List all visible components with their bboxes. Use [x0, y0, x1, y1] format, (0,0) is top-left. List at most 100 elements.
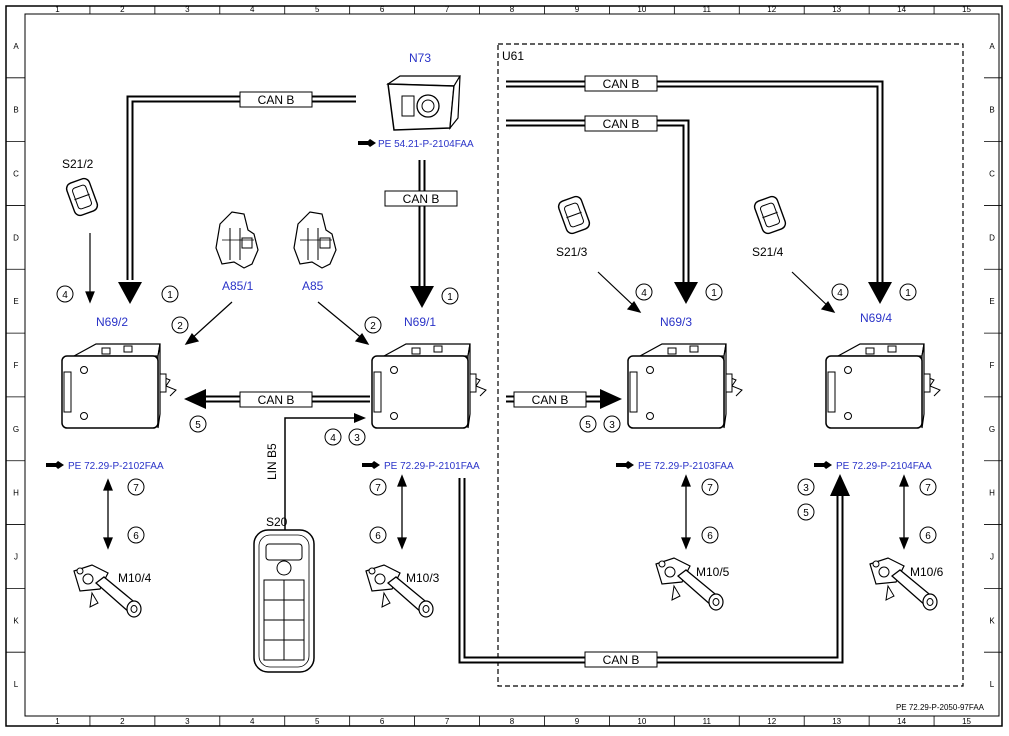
- s21-3-switch: [556, 194, 592, 236]
- n69-2-control-unit: [61, 343, 177, 429]
- signal-arrows: [85, 233, 836, 345]
- grid-column-label: 6: [380, 5, 385, 14]
- n73-reference-text: PE 54.21-P-2104FAA: [378, 139, 474, 150]
- svg-text:3: 3: [354, 433, 360, 444]
- s21-2-label: S21/2: [62, 157, 94, 171]
- svg-text:4: 4: [837, 288, 843, 299]
- n69-3-label: N69/3: [660, 315, 692, 329]
- svg-text:3: 3: [609, 420, 615, 431]
- svg-text:1: 1: [167, 290, 173, 301]
- svg-text:1: 1: [905, 288, 911, 299]
- svg-text:1: 1: [447, 292, 453, 303]
- svg-text:7: 7: [925, 483, 931, 494]
- can-b-label-3: CAN B: [603, 77, 640, 91]
- s21-4-label: S21/4: [752, 245, 784, 259]
- arrow-to-n69-4: [868, 282, 892, 304]
- grid-row-label: C: [13, 170, 19, 179]
- n69-2-reference-text: PE 72.29-P-2102FAA: [68, 461, 164, 472]
- grid-row-label: B: [989, 106, 994, 115]
- m10-5-label: M10/5: [696, 565, 730, 579]
- s21-4-switch: [752, 194, 788, 236]
- svg-text:6: 6: [925, 531, 931, 542]
- svg-text:4: 4: [641, 288, 647, 299]
- grid-row-label: E: [989, 297, 994, 306]
- a85-1-connector: [215, 211, 259, 269]
- grid-column-label: 3: [185, 717, 190, 726]
- can-b-labels: CAN B CAN B CAN B CAN B CAN B CAN B CAN …: [239, 75, 658, 668]
- grid-row-label: H: [13, 489, 19, 498]
- grid-column-label: 8: [510, 717, 515, 726]
- grid-row-label: L: [14, 680, 19, 689]
- grid-column-label: 15: [962, 5, 971, 14]
- arrow-up-to-n69-4: [830, 474, 850, 496]
- svg-text:7: 7: [375, 483, 381, 494]
- grid-row-label: A: [989, 42, 995, 51]
- grid-column-label: 9: [575, 5, 580, 14]
- can-b-label-4: CAN B: [603, 117, 640, 131]
- grid-column-label: 2: [120, 5, 125, 14]
- grid-column-label: 12: [767, 717, 776, 726]
- svg-text:4: 4: [330, 433, 336, 444]
- grid-column-label: 2: [120, 717, 125, 726]
- arrow-lin-b5: [354, 413, 366, 423]
- u61-label: U61: [502, 49, 524, 63]
- svg-text:7: 7: [707, 483, 713, 494]
- svg-text:3: 3: [803, 483, 809, 494]
- grid-row-label: D: [989, 233, 995, 242]
- u61-region: [497, 43, 964, 687]
- m10-4-label: M10/4: [118, 571, 152, 585]
- arrow-to-n69-1: [410, 286, 434, 308]
- n69-1-reference-text: PE 72.29-P-2101FAA: [384, 461, 480, 472]
- grid-column-label: 4: [250, 717, 255, 726]
- frame: [5, 5, 1003, 727]
- svg-text:2: 2: [370, 321, 376, 332]
- grid-column-label: 8: [510, 5, 515, 14]
- can-bus-lines: [126, 80, 884, 664]
- svg-text:5: 5: [803, 508, 809, 519]
- grid-column-label: 6: [380, 717, 385, 726]
- n69-1-label: N69/1: [404, 315, 436, 329]
- s20-switch-panel: [253, 529, 315, 673]
- grid-column-label: 4: [250, 5, 255, 14]
- grid-column-label: 12: [767, 5, 776, 14]
- n69-4-reference-text: PE 72.29-P-2104FAA: [836, 461, 932, 472]
- n69-4-label: N69/4: [860, 311, 892, 325]
- n69-2-label: N69/2: [96, 315, 128, 329]
- n69-1-control-unit: [371, 343, 487, 429]
- svg-text:2: 2: [177, 321, 183, 332]
- n69-3-reference-text: PE 72.29-P-2103FAA: [638, 461, 734, 472]
- svg-text:4: 4: [62, 290, 68, 301]
- grid-column-label: 13: [832, 717, 841, 726]
- grid-row-label: G: [989, 425, 995, 434]
- grid-row-label: H: [989, 489, 995, 498]
- grid-row-label: L: [990, 680, 995, 689]
- grid-column-label: 1: [55, 717, 60, 726]
- grid-row-label: A: [13, 42, 19, 51]
- grid-row-label: F: [14, 361, 19, 370]
- grid-column-label: 7: [445, 5, 450, 14]
- svg-text:5: 5: [195, 420, 201, 431]
- n69-4-control-unit: [825, 343, 941, 429]
- grid-column-label: 14: [897, 5, 906, 14]
- grid-column-label: 11: [703, 717, 712, 726]
- grid-column-label: 15: [962, 717, 971, 726]
- grid-row-label: B: [13, 106, 18, 115]
- s21-3-label: S21/3: [556, 245, 588, 259]
- can-b-label-6: CAN B: [532, 393, 569, 407]
- can-b-label-5: CAN B: [258, 393, 295, 407]
- a85-label: A85: [302, 279, 324, 293]
- grid-column-label: 5: [315, 5, 320, 14]
- grid-row-label: J: [990, 552, 994, 561]
- svg-text:6: 6: [133, 531, 139, 542]
- a85-connector: [293, 211, 337, 269]
- grid-column-label: 1: [55, 5, 60, 14]
- grid-column-label: 10: [637, 5, 646, 14]
- n69-4-reference: PE 72.29-P-2104FAA: [814, 461, 932, 472]
- n69-3-reference: PE 72.29-P-2103FAA: [616, 461, 734, 472]
- svg-text:6: 6: [707, 531, 713, 542]
- grid-column-label: 13: [832, 5, 841, 14]
